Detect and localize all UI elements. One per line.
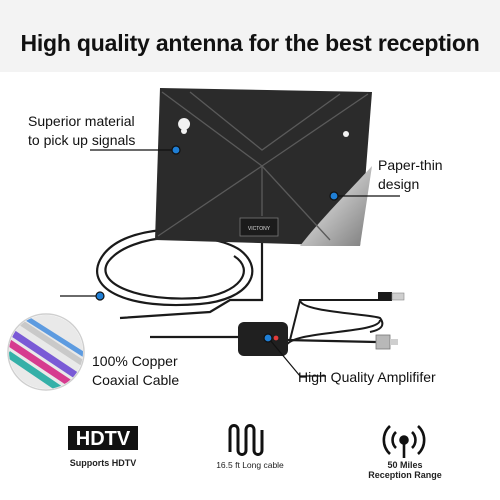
usb-plug	[378, 292, 405, 301]
signal-range-icon	[382, 425, 426, 458]
callout-pointers	[60, 145, 400, 377]
antenna-brand: VICTONY	[248, 226, 271, 232]
cable-length-icon	[228, 424, 264, 456]
copper-line-1: 100% Copper	[92, 353, 178, 369]
hdtv-caption: Supports HDTV	[69, 458, 137, 468]
hdtv-icon: HDTV	[68, 426, 138, 450]
amplifier-box	[150, 322, 398, 356]
hdtv-logo-text: HDTV	[76, 428, 131, 450]
thin-line-2: design	[378, 176, 420, 192]
material-callout: Superior material to pick up signals	[28, 112, 135, 150]
copper-callout: 100% Copper Coaxial Cable	[92, 352, 179, 390]
material-line-1: Superior material	[28, 113, 135, 129]
coaxial-cable-coil	[96, 228, 264, 320]
range-caption: 50 Miles Reception Range	[360, 460, 450, 480]
thin-line-1: Paper-thin	[378, 157, 443, 173]
amplifier-callout: High Quality Amplififer	[298, 369, 436, 385]
antenna-panel	[155, 88, 372, 246]
copper-line-2: Coaxial Cable	[92, 372, 180, 388]
range-caption-line-1: 50 Miles	[387, 460, 423, 470]
page-title: High quality antenna for the best recept…	[20, 30, 480, 56]
material-line-2: to pick up signals	[28, 132, 136, 148]
header-bar: High quality antenna for the best recept…	[0, 0, 500, 72]
thin-callout: Paper-thin design	[378, 156, 443, 194]
range-caption-line-2: Reception Range	[368, 470, 442, 480]
copper-cable-inset	[7, 313, 85, 391]
cable-length-caption: 16.5 ft Long cable	[216, 460, 284, 470]
